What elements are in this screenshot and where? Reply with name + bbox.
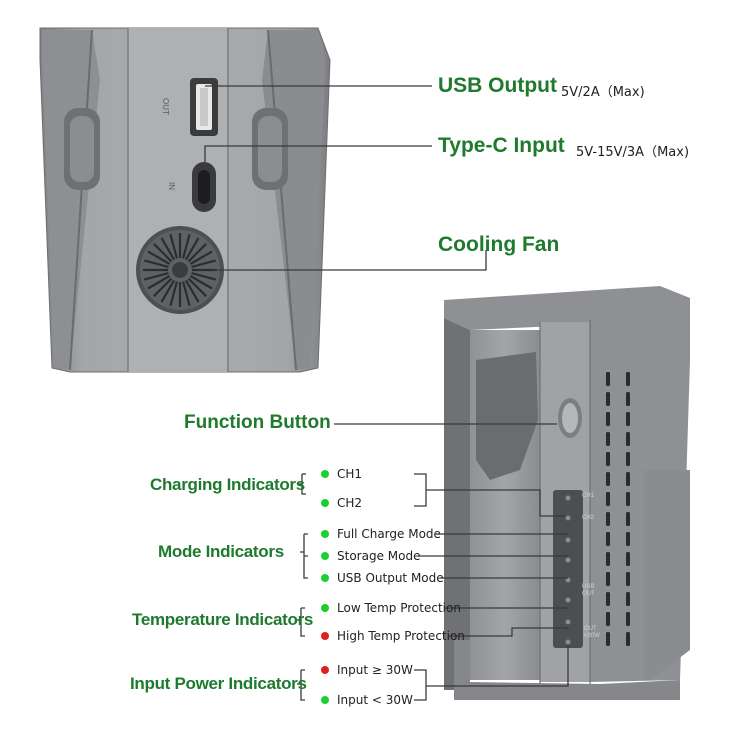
fan-slot — [147, 275, 171, 290]
input-power-indicators-title: Input Power Indicators — [130, 674, 307, 693]
panel-led — [565, 557, 571, 563]
fan-slot — [169, 233, 178, 259]
vent-slot — [626, 632, 630, 646]
storage-label: Storage Mode — [337, 549, 421, 563]
vent-slot — [626, 492, 630, 506]
vent-slot — [626, 592, 630, 606]
typec-input-title: Type-C Input — [438, 134, 565, 157]
mode-indicators-title: Mode Indicators — [158, 542, 284, 561]
high-temp-label: High Temp Protection — [337, 629, 465, 643]
vent-slot — [626, 372, 630, 386]
fan-slot — [185, 237, 200, 261]
low-temp-label: Low Temp Protection — [337, 601, 461, 615]
panel-led — [565, 515, 571, 521]
usb-output-mode-led-dot — [321, 574, 329, 582]
vent-slot — [626, 472, 630, 486]
temperature-indicators-title: Temperature Indicators — [132, 610, 314, 629]
vent-slot — [606, 612, 610, 626]
vent-slot — [606, 532, 610, 546]
vent-slot — [626, 452, 630, 466]
charging-indicators-title: Charging Indicators — [150, 475, 305, 494]
fan-slot — [189, 250, 213, 265]
bottom-device-panel-view — [444, 286, 690, 700]
vent-slot — [626, 412, 630, 426]
fan-slot — [189, 275, 213, 290]
panel-led — [565, 597, 571, 603]
high-temp-led-dot — [321, 632, 329, 640]
input-low-label: Input < 30W — [337, 693, 413, 707]
usb-output-title: USB Output — [438, 74, 557, 97]
panel-led — [565, 537, 571, 543]
ch1-label: CH1 — [337, 467, 363, 481]
vent-slot — [626, 572, 630, 586]
fan-slot — [182, 281, 191, 307]
input-low-led-dot — [321, 696, 329, 704]
full-charge-led-dot — [321, 530, 329, 538]
vent-slot — [606, 552, 610, 566]
vent-slot — [606, 592, 610, 606]
panel-label-out-30w: OUT <30W — [584, 626, 600, 639]
full-charge-label: Full Charge Mode — [337, 527, 441, 541]
vent-slot — [626, 532, 630, 546]
in-port-label: IN — [167, 182, 176, 190]
vent-slot — [606, 632, 610, 646]
storage-led-dot — [321, 552, 329, 560]
panel-led — [565, 639, 571, 645]
vent-slot — [606, 392, 610, 406]
fan-slot — [191, 272, 217, 281]
fan-slot — [187, 243, 207, 263]
vent-slot — [626, 392, 630, 406]
ch2-label: CH2 — [337, 496, 363, 510]
fan-slot — [147, 250, 171, 265]
out-port-label: OUT — [161, 98, 170, 115]
vent-slot — [606, 512, 610, 526]
fan-slot — [187, 277, 207, 297]
cooling-fan-title: Cooling Fan — [438, 233, 560, 256]
ch1-led-dot — [321, 470, 329, 478]
ch2-led-dot — [321, 499, 329, 507]
fan-slot — [153, 277, 173, 297]
vent-slot — [626, 512, 630, 526]
vent-slot — [626, 612, 630, 626]
usb-output-spec: 5V/2A（Max) — [561, 85, 645, 100]
vent-slot — [606, 412, 610, 426]
fan-slot — [185, 279, 200, 303]
fan-slot — [182, 233, 191, 259]
usb-output-mode-label: USB Output Mode — [337, 571, 444, 585]
vent-slot — [606, 372, 610, 386]
fan-slot — [169, 281, 178, 307]
vent-slot — [626, 432, 630, 446]
input-high-led-dot — [321, 666, 329, 674]
fan-slot — [160, 237, 175, 261]
fan-slot — [143, 259, 169, 268]
vent-slot — [606, 472, 610, 486]
low-temp-led-dot — [321, 604, 329, 612]
panel-label-ch2: CH2 — [582, 515, 595, 521]
fan-slot — [143, 272, 169, 281]
vent-slot — [606, 572, 610, 586]
vent-slot — [626, 552, 630, 566]
panel-led — [565, 619, 571, 625]
panel-led — [565, 577, 571, 583]
fan-slot — [153, 243, 173, 263]
function-button-title: Function Button — [184, 412, 331, 433]
typec-input-spec: 5V-15V/3A（Max) — [576, 145, 690, 160]
fan-slot — [160, 279, 175, 303]
fan-slot — [191, 259, 217, 268]
top-device-back-view — [39, 27, 331, 373]
input-high-label: Input ≥ 30W — [337, 663, 413, 677]
panel-label-ch1: CH1 — [582, 493, 595, 499]
vent-slot — [606, 492, 610, 506]
vent-slot — [606, 432, 610, 446]
callout-lines — [204, 85, 569, 701]
panel-led — [565, 495, 571, 501]
panel-label-usb-out: USB OUT — [582, 584, 595, 597]
vent-slot — [606, 452, 610, 466]
